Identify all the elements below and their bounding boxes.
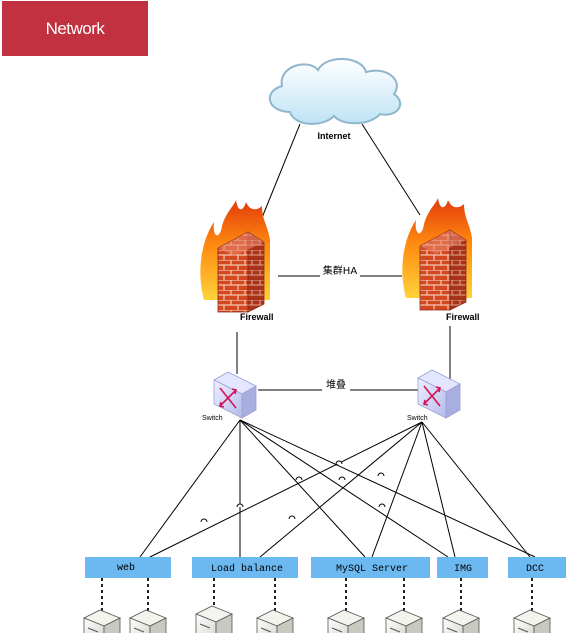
server-icon (385, 609, 423, 633)
firewall-right-label: Firewall (446, 312, 480, 322)
server-icon (129, 609, 167, 633)
server-group-mysql-label: MySQL Server (336, 564, 408, 575)
switch-stack-label: 堆叠 (326, 379, 346, 391)
firewall-right-icon (402, 198, 472, 311)
server-icon (256, 609, 294, 633)
server-group-load-balance: Load balance (192, 557, 298, 578)
server-icon (83, 609, 121, 633)
server-icon (442, 609, 480, 633)
server-group-img-label: IMG (454, 564, 472, 575)
link-internet-firewall-right (361, 123, 421, 216)
server-icon (327, 609, 365, 633)
link-internet-firewall-left (256, 123, 301, 231)
connection-lines (139, 123, 536, 558)
switch-right-icon (417, 369, 461, 419)
line-hop-markers (200, 460, 386, 523)
firewall-ha-label: 集群HA (323, 264, 358, 277)
network-banner: Network (2, 1, 148, 56)
switch-right-label: Switch (407, 415, 428, 422)
switch-left-icon (213, 371, 257, 419)
link-switch-right-img (421, 421, 456, 558)
firewall-left-label: Firewall (240, 312, 274, 322)
server-group-web-label: web (117, 562, 135, 574)
server-group-dcc: DCC (508, 557, 566, 578)
server-icon (513, 609, 551, 633)
firewall-left-icon (200, 200, 270, 313)
banner-title: Network (45, 18, 105, 38)
internet-label: Internet (317, 131, 350, 141)
server-group-dcc-label: DCC (526, 564, 544, 575)
switch-left-label: Switch (202, 415, 223, 422)
internet-cloud-icon (268, 57, 401, 125)
server-drop-lines (101, 578, 533, 612)
link-switch-right-mysql (371, 421, 423, 558)
server-group-mysql: MySQL Server (311, 557, 430, 578)
link-switch-left-dcc (239, 419, 536, 558)
server-group-img: IMG (437, 557, 488, 578)
link-switch-right-web (149, 421, 423, 558)
link-switch-right-dcc (421, 421, 531, 558)
server-icon (195, 605, 233, 633)
server-group-load-balance-label: Load balance (211, 563, 283, 575)
link-switch-left-img (239, 419, 449, 558)
link-switch-left-mysql (239, 419, 366, 558)
server-group-web: web (85, 557, 171, 578)
link-switch-left-web (139, 419, 241, 558)
link-switch-right-lb (259, 421, 423, 558)
